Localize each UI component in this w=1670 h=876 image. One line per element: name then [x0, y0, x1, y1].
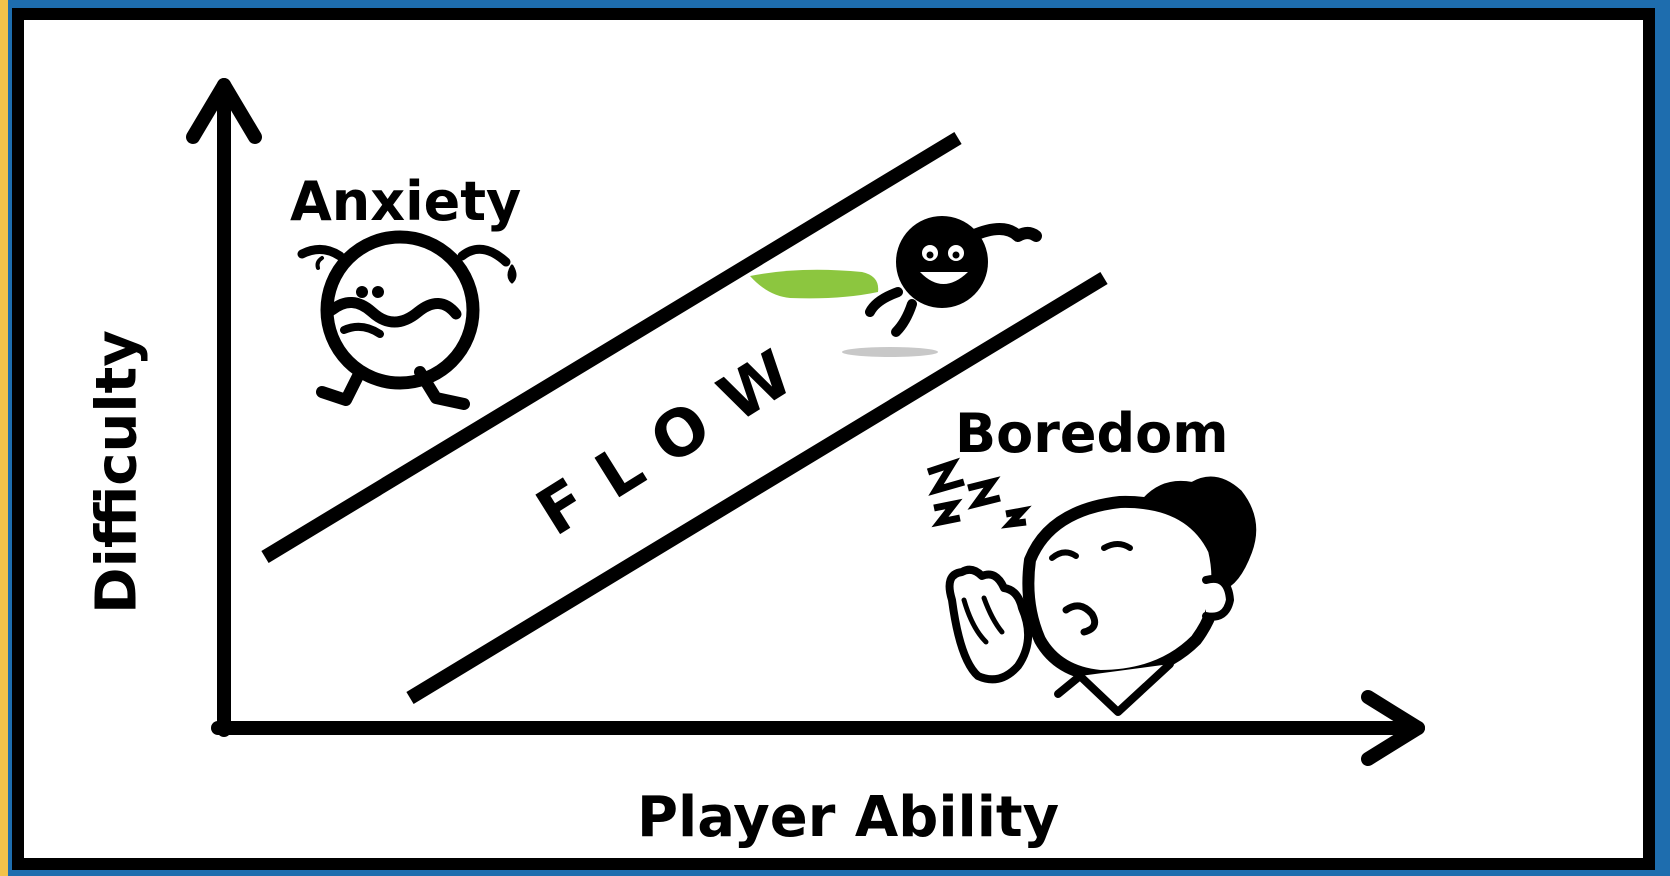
x-axis-label: Player Ability — [637, 785, 1060, 850]
y-axis-label: Difficulty — [84, 330, 150, 614]
sleeping-man-icon — [945, 476, 1257, 716]
x-axis-arrowhead — [1361, 690, 1425, 766]
y-axis-arrowhead — [186, 78, 262, 144]
boredom-zone-label: Boredom — [955, 402, 1229, 465]
flow-lower-boundary — [406, 272, 1108, 704]
zzz-icon — [926, 457, 1032, 529]
anxious-character-icon — [297, 230, 517, 410]
flow-channel — [261, 132, 1108, 704]
superhero-character-icon — [750, 216, 1042, 357]
anxiety-zone-label: Anxiety — [290, 170, 522, 233]
axes — [186, 78, 1425, 766]
flow-upper-boundary — [261, 132, 962, 563]
